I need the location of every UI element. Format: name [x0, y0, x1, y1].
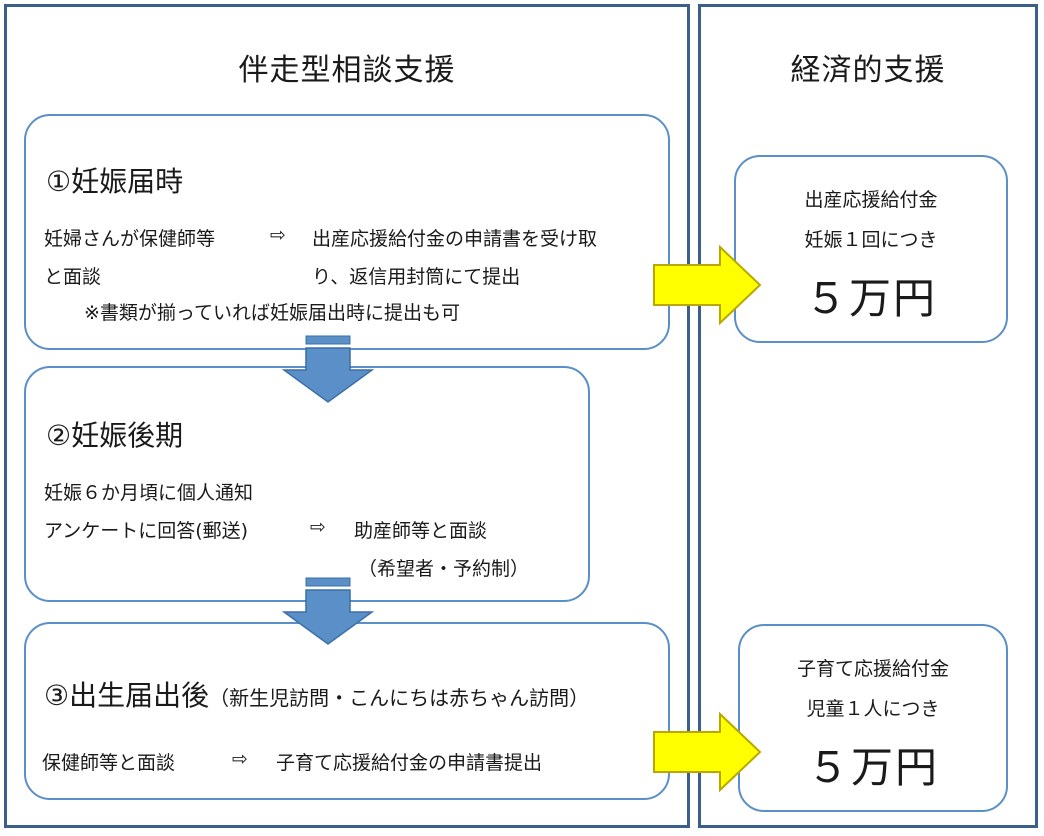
- step2-title: ②妊娠後期: [46, 419, 184, 452]
- step3-line1-right: 子育て応援給付金の申請書提出: [276, 752, 543, 774]
- step1-title: ①妊娠届時: [46, 165, 184, 198]
- child-support-name: 子育て応援給付金: [796, 658, 949, 680]
- down-arrow-icon: [281, 577, 375, 645]
- step2-line2-right: 助産師等と面談: [354, 520, 488, 542]
- step3-line1-left: 保健師等と面談: [42, 752, 176, 774]
- step2-line3: （希望者・予約制）: [358, 558, 530, 580]
- consultation-support-title: 伴走型相談支援: [238, 53, 456, 88]
- child-support-benefit-box: 子育て応援給付金 児童１人につき ５万円: [738, 624, 1008, 812]
- step1-line1-right: 出産応援給付金の申請書を受け取: [312, 228, 598, 250]
- step1-line2-right: り、返信用封筒にて提出: [312, 266, 521, 288]
- step1-note: ※書類が揃っていれば妊娠届出時に提出も可: [84, 302, 460, 324]
- right-arrow-icon: [653, 244, 762, 326]
- step-after-birth-registration: ③出生届出後（新生児訪問・こんにちは赤ちゃん訪問） 保健師等と面談 ⇨ 子育て応…: [24, 622, 670, 800]
- step2-line1: 妊娠６か月頃に個人通知: [44, 482, 254, 504]
- child-support-condition: 児童１人につき: [806, 698, 940, 720]
- step-late-pregnancy: ②妊娠後期 妊娠６か月頃に個人通知 アンケートに回答(郵送) ⇨ 助産師等と面談…: [24, 366, 590, 602]
- step1-line1-left: 妊婦さんが保健師等: [44, 228, 216, 250]
- step-pregnancy-notification: ①妊娠届時 妊婦さんが保健師等 ⇨ 出産応援給付金の申請書を受け取 と面談 り、…: [24, 114, 670, 350]
- step3-arrow-glyph: ⇨: [232, 748, 248, 770]
- step1-line2-left: と面談: [44, 266, 102, 288]
- birth-support-condition: 妊娠１回につき: [804, 229, 938, 251]
- step2-arrow-glyph: ⇨: [310, 516, 326, 538]
- right-arrow-icon: [653, 711, 762, 793]
- down-arrow-icon: [281, 335, 375, 403]
- birth-support-benefit-box: 出産応援給付金 妊娠１回につき ５万円: [734, 155, 1008, 343]
- child-support-amount: ５万円: [806, 743, 939, 792]
- step2-line2-left: アンケートに回答(郵送): [44, 520, 249, 542]
- step3-title-row: ③出生届出後（新生児訪問・こんにちは赤ちゃん訪問）: [44, 674, 589, 714]
- step1-arrow-glyph: ⇨: [270, 224, 286, 246]
- birth-support-amount: ５万円: [804, 274, 937, 323]
- step3-title: ③出生届出後: [44, 679, 210, 712]
- step3-subtitle: （新生児訪問・こんにちは赤ちゃん訪問）: [209, 686, 590, 710]
- birth-support-name: 出産応援給付金: [804, 189, 938, 211]
- financial-support-title: 経済的支援: [790, 53, 946, 88]
